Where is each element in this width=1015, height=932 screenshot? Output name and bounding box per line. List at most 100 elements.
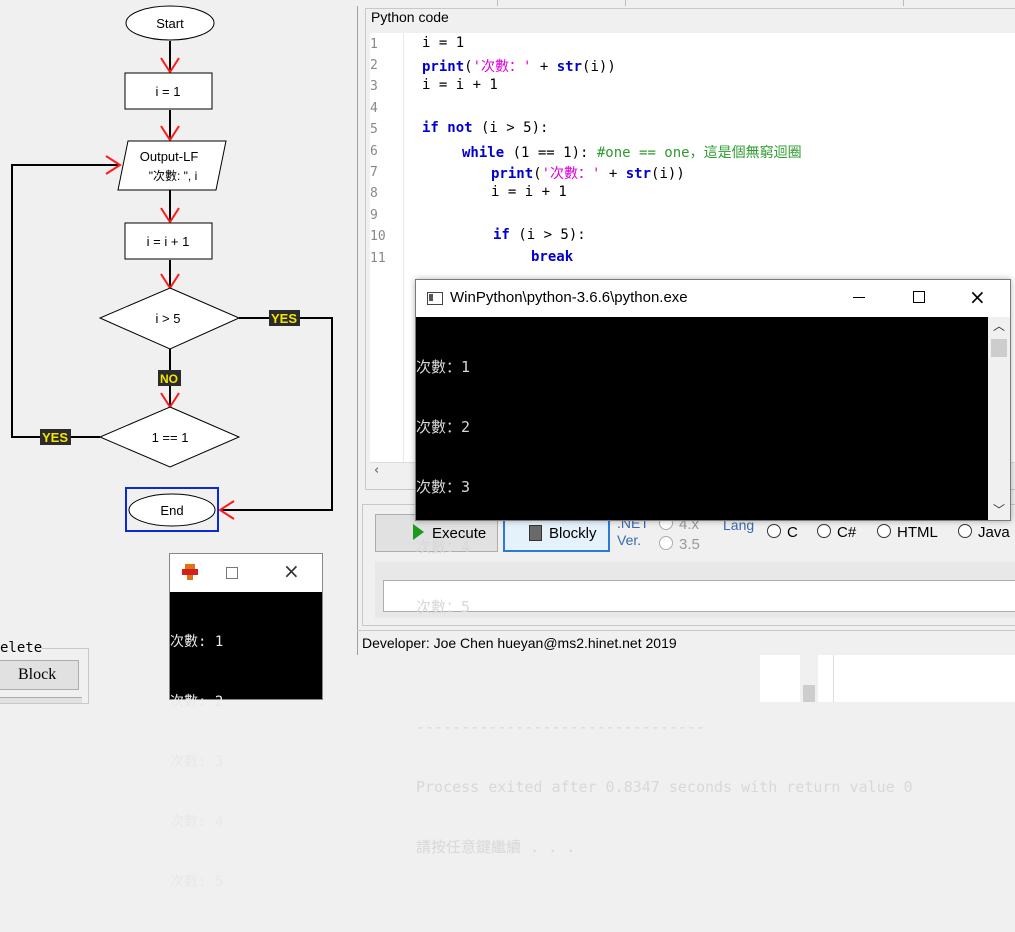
console-line: -------------------------------- <box>416 718 705 736</box>
radio-lang-java[interactable]: Java <box>958 524 1010 541</box>
line-number: 3 <box>370 79 378 94</box>
end-selection-box <box>125 487 219 532</box>
play-icon <box>413 524 424 540</box>
radio-label: C# <box>837 524 857 541</box>
yes-badge-left <box>40 429 71 445</box>
lang-label: Lang <box>723 517 755 533</box>
console-output[interactable]: 次數：1 次數：2 次數：3 次數：4 次數：5 ---------------… <box>416 317 988 856</box>
python-console-window[interactable]: WinPython\python-3.6.6\python.exe × 次數：1… <box>415 279 1011 856</box>
console-app-icon <box>427 292 443 305</box>
code-comment: #one == one，這是個無窮迴圈 <box>596 145 802 161</box>
radio-lang-csharp[interactable]: C# <box>817 524 856 541</box>
radio-label: 3.5 <box>679 536 700 553</box>
radio-label: C <box>787 524 798 541</box>
code-string: '次數：' <box>541 166 601 182</box>
cond1-label: i > 5 <box>156 311 181 326</box>
yes-label-right: YES <box>271 311 297 326</box>
left-bottom-strip <box>0 697 82 703</box>
code-line-11: break <box>531 249 573 265</box>
no-label: NO <box>160 372 178 386</box>
code-text: (i)) <box>582 59 616 75</box>
code-keyword: if <box>422 120 439 136</box>
execute-label: Execute <box>432 525 487 542</box>
line-number: 11 <box>370 251 386 266</box>
app-icon <box>182 564 198 580</box>
code-text: (i)) <box>651 166 685 182</box>
minimize-icon[interactable] <box>853 297 865 298</box>
yes-badge-right <box>269 310 300 326</box>
decision-i-gt-5 <box>98 287 241 350</box>
line-number: 1 <box>370 37 378 52</box>
flowchart-diagram: Start i = 1 Output-LF "次數: ", i i = i + … <box>11 5 333 532</box>
increment-label: i = i + 1 <box>147 234 190 249</box>
delete-block-button[interactable]: Block <box>0 660 79 690</box>
console-line: 次數：4 <box>416 538 471 556</box>
code-text: (i > 5): <box>472 120 549 136</box>
code-keyword: str <box>625 166 652 182</box>
line-number: 5 <box>370 122 378 137</box>
mini-console-line: 次數: 4 <box>170 814 224 830</box>
delete-block-label: Block <box>18 666 57 683</box>
console-line: 次數：3 <box>416 478 471 496</box>
radio-lang-c[interactable]: C <box>767 524 798 541</box>
no-badge <box>158 370 181 386</box>
code-text: ( <box>533 166 542 182</box>
code-line-10: if (i > 5): <box>493 227 586 243</box>
code-line-3: i = i + 1 <box>422 77 498 93</box>
delete-group-legend: elete <box>0 640 43 656</box>
line-number: 8 <box>370 186 378 201</box>
close-icon[interactable]: × <box>283 559 300 583</box>
code-keyword: print <box>491 166 534 182</box>
scroll-up-icon[interactable]: ︿ <box>993 319 1006 333</box>
scroll-thumb[interactable] <box>991 339 1007 357</box>
mini-console-window[interactable]: × 次數: 1 次數: 2 次數: 3 次數: 4 次數: 5 <box>169 553 323 890</box>
console-line: 次數：2 <box>416 418 471 436</box>
code-string: '次數：' <box>472 59 532 75</box>
code-text: (i > 5): <box>509 227 586 243</box>
console-line <box>416 657 988 677</box>
code-keyword: print <box>422 59 465 75</box>
radio-net-35[interactable]: 3.5 <box>659 536 700 553</box>
code-text: i = i + 1 <box>491 184 567 200</box>
input-field[interactable] <box>383 580 1015 612</box>
scroll-left-arrow-icon[interactable]: ‹ <box>374 463 380 478</box>
radio-label: Java <box>978 524 1010 541</box>
scroll-down-icon[interactable]: ﹀ <box>993 503 1006 517</box>
maximize-icon[interactable] <box>913 291 925 303</box>
code-text: + <box>600 166 626 182</box>
start-label: Start <box>156 16 184 31</box>
cond2-label: 1 == 1 <box>152 430 189 445</box>
line-number: 2 <box>370 58 378 73</box>
code-text: i = i + 1 <box>422 77 498 93</box>
code-line-1: i = 1 <box>422 35 464 51</box>
maximize-icon[interactable] <box>226 567 238 579</box>
init-process <box>124 72 213 110</box>
console-line: Process exited after 0.8347 seconds with… <box>416 778 913 796</box>
console-line: 請按任意鍵繼續 . . . <box>416 838 576 856</box>
console-titlebar[interactable]: WinPython\python-3.6.6\python.exe × <box>416 280 1010 316</box>
code-line-8: i = i + 1 <box>491 184 567 200</box>
code-keyword: not <box>438 120 473 136</box>
radio-lang-html[interactable]: HTML <box>877 524 938 541</box>
line-number: 10 <box>370 229 386 244</box>
mini-console-line: 次數: 3 <box>170 754 224 770</box>
code-text: (1 == 1): <box>504 145 597 161</box>
console-line: 次數：5 <box>416 598 471 616</box>
line-number: 4 <box>370 101 378 116</box>
start-terminal <box>125 5 215 41</box>
line-number: 7 <box>370 165 378 180</box>
mini-console-line: 次數: 1 <box>170 634 224 650</box>
mini-console-output: 次數: 1 次數: 2 次數: 3 次數: 4 次數: 5 <box>170 592 322 890</box>
code-line-6: while (1 == 1): #one == one，這是個無窮迴圈 <box>462 142 802 162</box>
python-code-legend: Python code <box>368 9 452 25</box>
output-label-2: "次數: ", i <box>149 169 198 183</box>
console-line: 次數：1 <box>416 358 471 376</box>
code-keyword: while <box>462 145 505 161</box>
console-scrollbar[interactable]: ︿ ﹀ <box>988 317 1010 520</box>
blockly-label: Blockly <box>549 525 597 542</box>
line-number: 9 <box>370 208 378 223</box>
top-tab-strip <box>357 0 1015 6</box>
code-text: + <box>531 59 557 75</box>
close-icon[interactable]: × <box>969 285 986 309</box>
code-keyword: break <box>531 249 574 265</box>
